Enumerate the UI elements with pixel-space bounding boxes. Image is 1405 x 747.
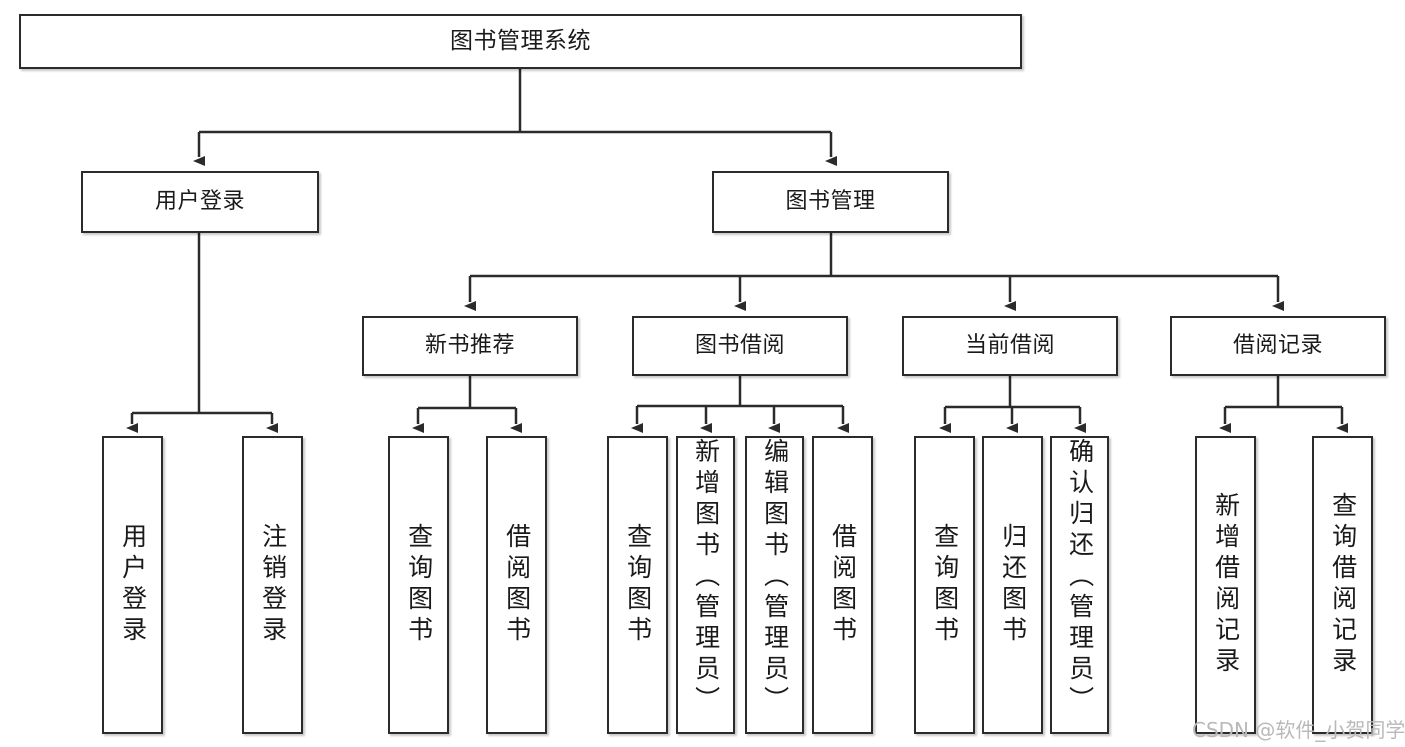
node-book-borrow[interactable]: 图书借阅 — [632, 316, 848, 376]
node-root-system[interactable]: 图书管理系统 — [19, 14, 1022, 69]
node-label: 查询图书 — [930, 523, 960, 647]
node-label: 当前借阅 — [964, 333, 1055, 359]
node-label: 图书借阅 — [694, 333, 785, 359]
leaf-borrow-book-recommend[interactable]: 借阅图书 — [486, 436, 547, 734]
node-label: 新增图书（管理员） — [691, 438, 721, 717]
node-label: 新书推荐 — [424, 333, 515, 359]
leaf-borrow-book[interactable]: 借阅图书 — [812, 436, 873, 734]
leaf-add-book-admin[interactable]: 新增图书（管理员） — [676, 436, 735, 734]
node-new-book-recommend[interactable]: 新书推荐 — [362, 316, 578, 376]
node-label: 归还图书 — [998, 523, 1028, 647]
leaf-query-borrow-record[interactable]: 查询借阅记录 — [1312, 436, 1373, 734]
leaf-edit-book-admin[interactable]: 编辑图书（管理员） — [745, 436, 804, 734]
node-label: 图书管理系统 — [450, 27, 591, 54]
node-label: 借阅图书 — [828, 523, 858, 647]
leaf-query-book-recommend[interactable]: 查询图书 — [388, 436, 449, 734]
leaf-return-book[interactable]: 归还图书 — [982, 436, 1043, 734]
node-borrow-records[interactable]: 借阅记录 — [1170, 316, 1386, 376]
node-label: 借阅记录 — [1232, 333, 1323, 359]
node-label: 图书管理 — [785, 189, 876, 215]
node-label: 查询借阅记录 — [1328, 492, 1358, 678]
leaf-add-borrow-record[interactable]: 新增借阅记录 — [1195, 436, 1256, 734]
leaf-query-book-borrow[interactable]: 查询图书 — [607, 436, 668, 734]
node-label: 编辑图书（管理员） — [760, 438, 790, 717]
node-label: 用户登录 — [154, 189, 245, 215]
node-current-borrow[interactable]: 当前借阅 — [902, 316, 1118, 376]
node-book-management[interactable]: 图书管理 — [712, 171, 949, 233]
leaf-logout[interactable]: 注销登录 — [242, 436, 303, 734]
leaf-confirm-return-admin[interactable]: 确认归还（管理员） — [1050, 436, 1109, 734]
watermark-text: CSDN @软件_小贺同学 — [1192, 718, 1405, 742]
node-label: 借阅图书 — [502, 523, 532, 647]
leaf-user-login[interactable]: 用户登录 — [102, 436, 163, 734]
node-label: 查询图书 — [404, 523, 434, 647]
leaf-query-book-current[interactable]: 查询图书 — [914, 436, 975, 734]
node-label: 用户登录 — [118, 523, 148, 647]
node-label: 注销登录 — [258, 523, 288, 647]
node-label: 确认归还（管理员） — [1065, 438, 1095, 717]
node-label: 查询图书 — [623, 523, 653, 647]
node-user-login[interactable]: 用户登录 — [81, 171, 319, 233]
node-label: 新增借阅记录 — [1211, 492, 1241, 678]
